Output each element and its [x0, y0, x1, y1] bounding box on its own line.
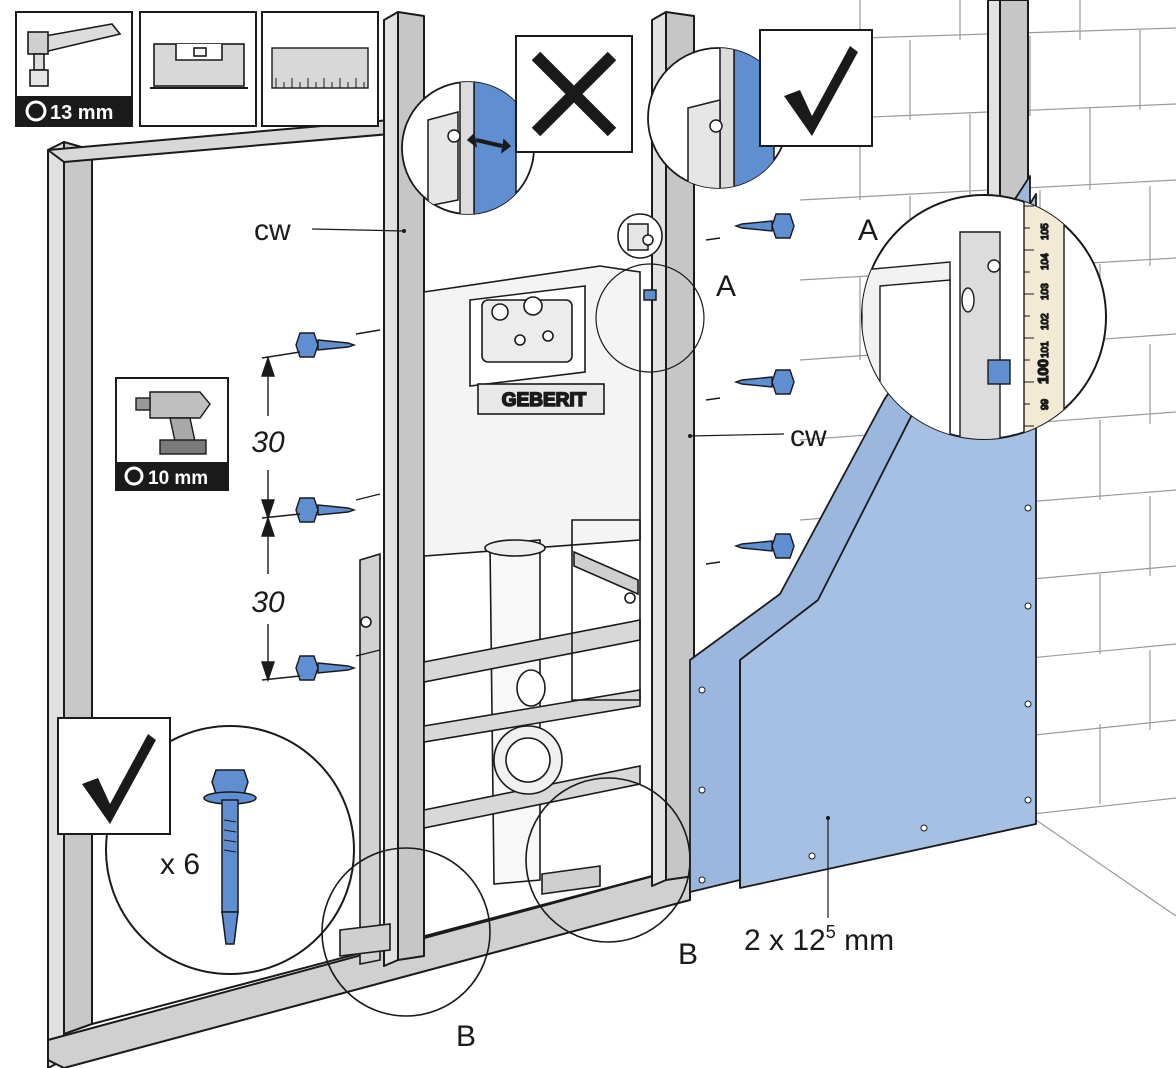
cross-icon	[515, 35, 633, 153]
ruler-tick-102: 102	[1040, 313, 1051, 330]
detail-b-left	[321, 847, 491, 1017]
ruler-tick-103: 103	[1040, 283, 1051, 300]
cw-label-right: cw	[790, 420, 827, 453]
ruler-tick-104: 104	[1040, 253, 1051, 270]
spacing-label-lower: 30	[251, 586, 285, 619]
board-spec-label: 2 x 125 mm	[744, 922, 894, 957]
wrench-size-label: 13 mm	[50, 102, 113, 124]
spacing-label-upper: 30	[251, 426, 285, 459]
cw-leader-right	[689, 433, 785, 437]
detail-label-b-left: B	[456, 1020, 476, 1053]
cordless-drill-icon	[135, 391, 211, 455]
geberit-cistern-element: GEBERIT	[339, 265, 641, 965]
check-icon	[57, 717, 171, 835]
spacing-dimensions	[261, 351, 301, 683]
check-icon	[759, 29, 873, 147]
ruler-tick-101: 101	[1040, 341, 1051, 358]
detail-label-a-center: A	[716, 270, 736, 303]
screw-icon	[733, 369, 795, 395]
ruler-tick-98: 98	[1040, 424, 1051, 436]
detail-b-right	[525, 777, 691, 943]
detail-label-b-right: B	[678, 938, 698, 971]
anchor-count-label: x 6	[160, 848, 200, 881]
screw-icon	[295, 655, 357, 681]
screw-icon	[295, 497, 357, 523]
ruler-tick-100: 100	[1035, 359, 1052, 384]
hex-socket-icon	[124, 466, 144, 486]
socket-wrench-icon	[27, 23, 122, 87]
detail-wrong-fixing	[401, 81, 535, 215]
screw-icon	[295, 332, 357, 358]
tool-panel-drill: 10 mm	[115, 377, 229, 491]
ruler-tick-99: 99	[1040, 398, 1051, 410]
ruler-tick-105: 105	[1040, 223, 1051, 240]
drill-size-label: 10 mm	[148, 468, 208, 489]
tool-panel-wrench: 13 mm	[15, 11, 133, 127]
screw-icon	[733, 213, 795, 239]
floor-edge	[1035, 819, 1176, 917]
anchor-bolt-icon	[203, 769, 257, 945]
screw-icon	[733, 533, 795, 559]
tool-panel-ruler	[261, 11, 379, 127]
hex-socket-icon	[25, 100, 47, 122]
bracket-detail-small	[595, 213, 705, 373]
drywall-screws	[295, 213, 795, 681]
detail-label-a-right: A	[858, 214, 878, 247]
detail-a-measurement: 105 104 103 102 101 100 99 98	[861, 194, 1107, 440]
cw-leader-left	[311, 228, 405, 232]
spirit-level-icon	[150, 43, 248, 89]
tool-panel-level	[139, 11, 257, 127]
brand-label: GEBERIT	[502, 390, 587, 411]
ruler-icon	[271, 47, 369, 89]
cw-label-left: cw	[254, 214, 291, 247]
